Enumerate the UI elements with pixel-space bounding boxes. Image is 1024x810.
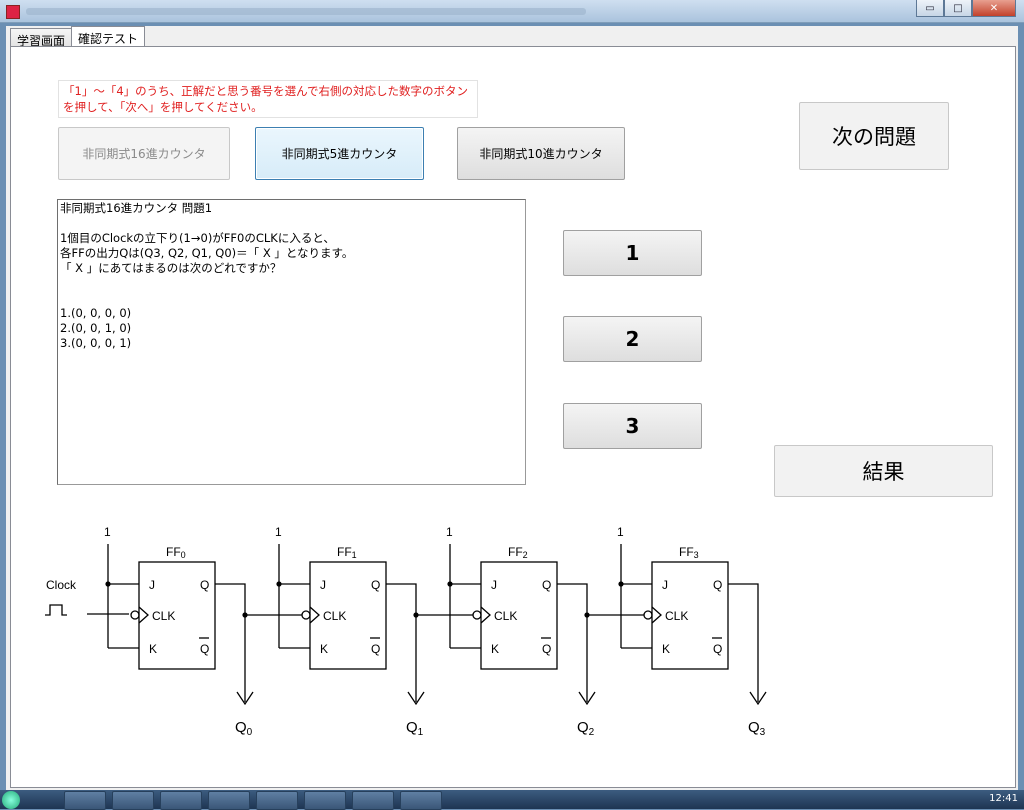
minimize-button[interactable]: ▭ xyxy=(916,0,944,17)
close-button[interactable]: ✕ xyxy=(972,0,1016,17)
flipflop-name-text: FF xyxy=(679,545,694,559)
pin-j-label: J xyxy=(149,578,155,592)
output-label: Q1 xyxy=(406,719,424,738)
output-label: Q0 xyxy=(235,719,253,738)
output-name: Q xyxy=(406,719,418,736)
output-index: 2 xyxy=(589,727,595,738)
category-button-5[interactable]: 非同期式5進カウンタ xyxy=(255,127,424,180)
title-bar: ▭ □ ✕ xyxy=(0,0,1024,23)
pin-clk-label: CLK xyxy=(323,609,346,623)
clock-pulse-symbol xyxy=(45,604,67,616)
pin-j-label: J xyxy=(491,578,497,592)
flipflop-name-text: FF xyxy=(508,545,523,559)
question-line: 各FFの出力Qは(Q3, Q2, Q1, Q0)＝「 X 」となります。 xyxy=(60,246,354,260)
flipflop-name: FF3 xyxy=(679,545,699,560)
pin-k-label: K xyxy=(491,642,499,656)
pin-q-label: Q xyxy=(200,578,209,592)
output-index: 1 xyxy=(418,727,424,738)
question-line: 1個目のClockの立下り(1→0)がFF0のCLKに入ると、 xyxy=(60,231,335,245)
taskbar-apps xyxy=(64,791,442,810)
answer-button-2[interactable]: 2 xyxy=(563,316,702,362)
pin-qbar-label: Q xyxy=(200,642,209,656)
output-label: Q3 xyxy=(748,719,766,738)
pin-clk-label: CLK xyxy=(152,609,175,623)
pin-q-label: Q xyxy=(542,578,551,592)
pin-clk-label: CLK xyxy=(665,609,688,623)
window-controls: ▭ □ ✕ xyxy=(916,0,1016,17)
flipflop-index: 2 xyxy=(523,550,528,560)
taskbar: 12:41 xyxy=(0,790,1024,810)
flipflop-index: 1 xyxy=(352,550,357,560)
question-lines: 非同期式16進カウンタ 問題1 1個目のClockの立下り(1→0)がFF0のCL… xyxy=(60,201,523,351)
output-name: Q xyxy=(748,719,760,736)
answer-button-1[interactable]: 1 xyxy=(563,230,702,276)
flipflop-group: 1FF0JCLKKQQQ01FF1JCLKKQQQ11FF2JCLKKQQQ21… xyxy=(104,525,767,738)
counter-circuit-diagram: Clock 1FF0JCLKKQQQ01FF1JCLKKQQQ11FF2JCLK… xyxy=(45,525,767,738)
taskbar-app[interactable] xyxy=(160,791,202,810)
result-button[interactable]: 結果 xyxy=(774,445,993,497)
pin-j-label: J xyxy=(320,578,326,592)
question-line: 3.(0, 0, 0, 1) xyxy=(60,336,132,350)
flipflop-name: FF0 xyxy=(166,545,186,560)
window-client: 学習画面 確認テスト 「1」〜「4」のうち、正解だと思う番号を選んで右側の対応し… xyxy=(6,26,1018,790)
pin-q-label: Q xyxy=(713,578,722,592)
question-textbox[interactable]: 非同期式16進カウンタ 問題1 1個目のClockの立下り(1→0)がFF0のCL… xyxy=(57,199,526,485)
question-line: 非同期式16進カウンタ 問題1 xyxy=(60,201,213,215)
output-label: Q2 xyxy=(577,719,595,738)
pin-k-label: K xyxy=(320,642,328,656)
high-input-label: 1 xyxy=(275,525,282,539)
taskbar-app[interactable] xyxy=(304,791,346,810)
question-line: 1.(0, 0, 0, 0) xyxy=(60,306,132,320)
category-button-10[interactable]: 非同期式10進カウンタ xyxy=(457,127,625,180)
high-input-label: 1 xyxy=(617,525,624,539)
taskbar-clock: 12:41 xyxy=(989,793,1018,804)
pin-qbar-label: Q xyxy=(713,642,722,656)
start-button[interactable] xyxy=(2,791,20,809)
taskbar-app[interactable] xyxy=(64,791,106,810)
pin-qbar-label: Q xyxy=(371,642,380,656)
taskbar-app[interactable] xyxy=(352,791,394,810)
output-name: Q xyxy=(235,719,247,736)
category-button-16[interactable]: 非同期式16進カウンタ xyxy=(58,127,230,180)
maximize-button[interactable]: □ xyxy=(944,0,972,17)
flipflop-index: 0 xyxy=(181,550,186,560)
high-input-label: 1 xyxy=(446,525,453,539)
pin-qbar-label: Q xyxy=(542,642,551,656)
flipflop-index: 3 xyxy=(694,550,699,560)
flipflop-name: FF1 xyxy=(337,545,357,560)
app-icon xyxy=(6,5,20,19)
pin-clk-label: CLK xyxy=(494,609,517,623)
pin-q-label: Q xyxy=(371,578,380,592)
clock-label: Clock xyxy=(46,578,77,592)
high-input-label: 1 xyxy=(104,525,111,539)
test-page: 「1」〜「4」のうち、正解だと思う番号を選んで右側の対応した数字のボタンを押して… xyxy=(10,46,1016,788)
pin-k-label: K xyxy=(149,642,157,656)
next-question-button[interactable]: 次の問題 xyxy=(799,102,949,170)
pin-j-label: J xyxy=(662,578,668,592)
output-name: Q xyxy=(577,719,589,736)
flipflop-name-text: FF xyxy=(337,545,352,559)
output-index: 0 xyxy=(247,727,253,738)
taskbar-app[interactable] xyxy=(112,791,154,810)
question-line: 2.(0, 0, 1, 0) xyxy=(60,321,132,335)
flipflop-name: FF2 xyxy=(508,545,528,560)
taskbar-app[interactable] xyxy=(256,791,298,810)
answer-button-3[interactable]: 3 xyxy=(563,403,702,449)
pin-k-label: K xyxy=(662,642,670,656)
taskbar-app[interactable] xyxy=(208,791,250,810)
taskbar-app[interactable] xyxy=(400,791,442,810)
window-title xyxy=(26,8,586,15)
instruction-text: 「1」〜「4」のうち、正解だと思う番号を選んで右側の対応した数字のボタンを押して… xyxy=(58,80,478,118)
question-line: 「 X 」にあてはまるのは次のどれですか？ xyxy=(60,261,282,275)
output-index: 3 xyxy=(760,727,766,738)
flipflop-name-text: FF xyxy=(166,545,181,559)
